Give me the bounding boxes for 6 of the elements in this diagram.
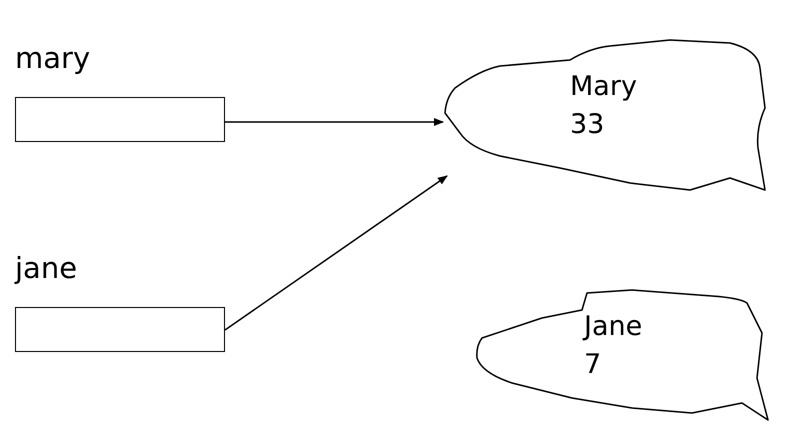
variable-name: mary bbox=[15, 40, 90, 76]
object-value: Mary 33 bbox=[570, 70, 638, 142]
variable-name: jane bbox=[15, 250, 78, 286]
arrow bbox=[224, 175, 448, 331]
arrow bbox=[225, 118, 444, 126]
object-value: Jane 7 bbox=[584, 310, 644, 382]
